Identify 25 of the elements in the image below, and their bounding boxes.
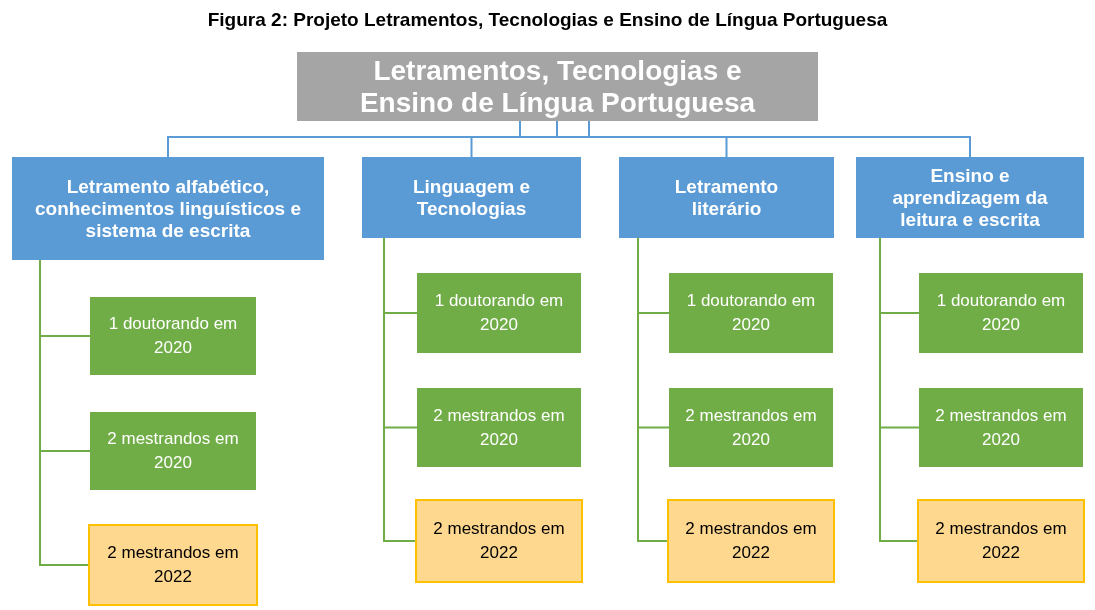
category-box: Letramento alfabético, conhecimentos linguísticos e sistema de escrita bbox=[12, 157, 324, 260]
student-box: 2 mestrandos em 2022 bbox=[667, 499, 835, 583]
student-box: 2 mestrandos em 2020 bbox=[919, 388, 1083, 467]
student-box: 2 mestrandos em 2022 bbox=[88, 524, 258, 606]
student-box: 2 mestrandos em 2020 bbox=[417, 388, 581, 467]
category-box: Ensino e aprendizagem da leitura e escrita bbox=[856, 157, 1084, 238]
root-box: Letramentos, Tecnologias e Ensino de Língua Portuguesa bbox=[297, 52, 818, 121]
category-box: Letramento literário bbox=[619, 157, 834, 238]
category-box: Linguagem e Tecnologias bbox=[362, 157, 581, 238]
connector-line bbox=[167, 120, 521, 158]
figure-title: Figura 2: Projeto Letramentos, Tecnologias e Ensino de Língua Portuguesa bbox=[206, 8, 889, 32]
student-box: 2 mestrandos em 2022 bbox=[917, 499, 1085, 583]
student-box: 2 mestrandos em 2022 bbox=[415, 499, 583, 583]
student-box: 1 doutorando em 2020 bbox=[90, 297, 256, 375]
student-box: 2 mestrandos em 2020 bbox=[90, 412, 256, 490]
connector-line bbox=[556, 120, 728, 158]
student-box: 1 doutorando em 2020 bbox=[417, 273, 581, 353]
connector-line bbox=[637, 237, 668, 542]
student-box: 1 doutorando em 2020 bbox=[919, 273, 1083, 353]
connector-line bbox=[383, 237, 416, 542]
connector-line bbox=[879, 237, 918, 542]
connector-line bbox=[39, 259, 89, 566]
student-box: 2 mestrandos em 2020 bbox=[669, 388, 833, 467]
connector-line bbox=[588, 120, 971, 158]
student-box: 1 doutorando em 2020 bbox=[669, 273, 833, 353]
